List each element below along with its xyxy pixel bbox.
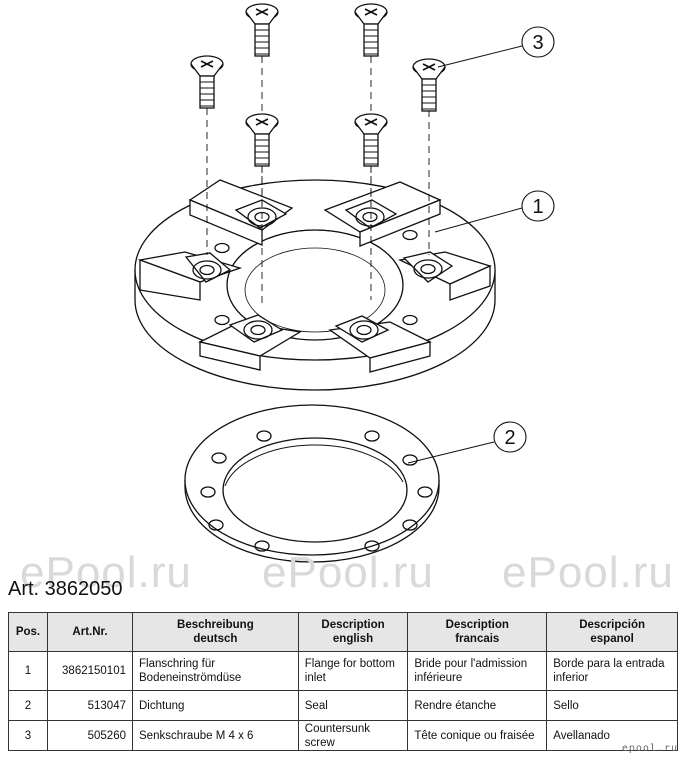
cell-espanol: Avellanado [546,720,678,751]
cell-art-nr: 513047 [47,690,133,721]
seal-ring [184,404,440,563]
cell-pos: 2 [8,690,48,721]
callout-3-leader [437,45,523,68]
callout-2-leader [407,441,495,464]
article-title: Art. 3862050 [8,578,123,600]
callout-1-label: 1 [532,196,543,218]
header-art-nr: Art.Nr. [47,612,133,652]
header-pos: Pos. [8,612,48,652]
cell-deutsch: Flanschring für Bodeneinströmdüse [132,651,299,691]
cell-espanol: Borde para la entrada inferior [546,651,678,691]
cell-english: Seal [297,690,409,721]
flange-ring [134,179,496,391]
callout-1-circle [521,190,555,222]
cell-francais: Tête conique ou fraisée [407,720,548,751]
cell-english: Countersunk screw [297,720,409,751]
cell-pos: 3 [8,720,48,751]
callout-2-circle [493,421,527,453]
callout-3-circle [521,26,555,58]
table-row: 2 513047 Dichtung Seal Rendre étanche Se… [8,690,678,721]
cell-pos: 1 [8,651,48,691]
assembly-axis-lines [206,56,430,305]
cell-deutsch: Dichtung [132,690,299,721]
callout-3-label: 3 [532,32,543,54]
cell-art-nr: 505260 [47,720,133,751]
cell-francais: Bride pour l'admission inférieure [407,651,548,691]
exploded-view-drawing: 3 1 2 [134,3,555,563]
watermark: ePool.ru [502,548,674,597]
cell-espanol: Sello [546,690,678,721]
cell-art-nr: 3862150101 [47,651,133,691]
cell-english: Flange for bottom inlet [297,651,409,691]
cell-deutsch: Senkschraube M 4 x 6 [132,720,299,751]
corner-watermark: epool.ru [621,743,678,754]
cell-francais: Rendre étanche [407,690,548,721]
countersunk-screws [190,3,446,167]
watermark: ePool.ru [20,548,192,597]
table-row: 1 3862150101 Flanschring für Bodeneinstr… [8,651,678,691]
callout-1-leader [434,207,523,233]
callout-2-label: 2 [504,427,515,449]
table-row: 3 505260 Senkschraube M 4 x 6 Countersun… [8,720,678,751]
watermark: ePool.ru [262,548,434,597]
